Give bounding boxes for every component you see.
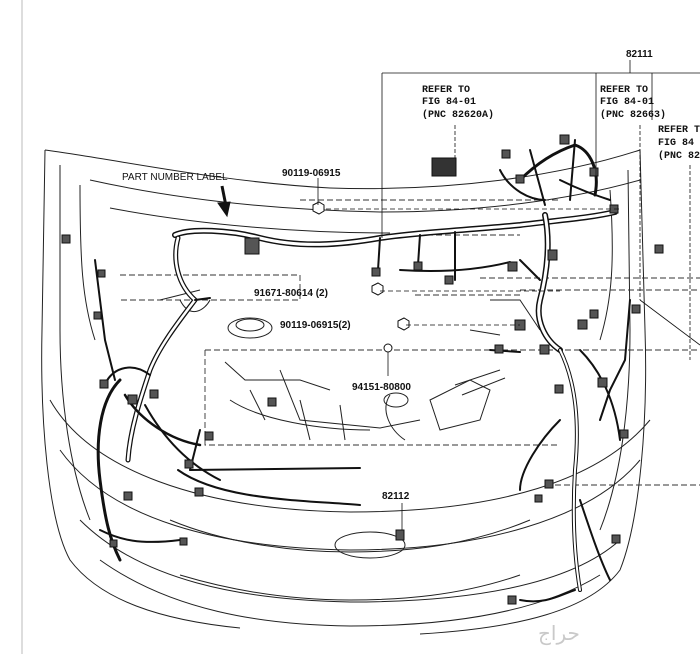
ref1-line1: REFER TO: [422, 85, 470, 96]
ref2-line2: FIG 84-01: [600, 97, 654, 108]
ref3-line1: REFER T: [658, 125, 700, 136]
ref2-line1: REFER TO: [600, 85, 648, 96]
part-number-label-arrow: [217, 185, 231, 218]
part-82111-label: 82111: [626, 49, 653, 60]
part-91671-80614-label: 91671-80614 (2): [254, 288, 328, 299]
ref1-line3: (PNC 82620A): [422, 109, 494, 121]
ref3-line2: FIG 84: [658, 138, 694, 149]
wiring-harness: [94, 139, 631, 603]
callout-leaders: [317, 60, 700, 530]
ref1-line2: FIG 84-01: [422, 97, 476, 108]
engine-block: [159, 289, 541, 441]
part-number-label-text: PART NUMBER LABEL: [122, 172, 228, 183]
ref2-line3: (PNC 82663): [600, 109, 666, 121]
part-82112-label: 82112: [382, 491, 410, 502]
engine-bay-outline: [120, 199, 700, 486]
ref3-line3: (PNC 82: [658, 150, 700, 162]
vehicle-body-outline: [41, 149, 651, 635]
bolt-symbols: [312, 201, 410, 353]
part-90119-06915-label: 90119-06915: [282, 168, 341, 179]
watermark-logo: حراج: [538, 621, 580, 645]
part-94151-80800-label: 94151-80800: [352, 382, 411, 393]
harness-connectors: [61, 134, 664, 605]
part-90119-06915-2-label: 90119-06915(2): [280, 320, 351, 331]
